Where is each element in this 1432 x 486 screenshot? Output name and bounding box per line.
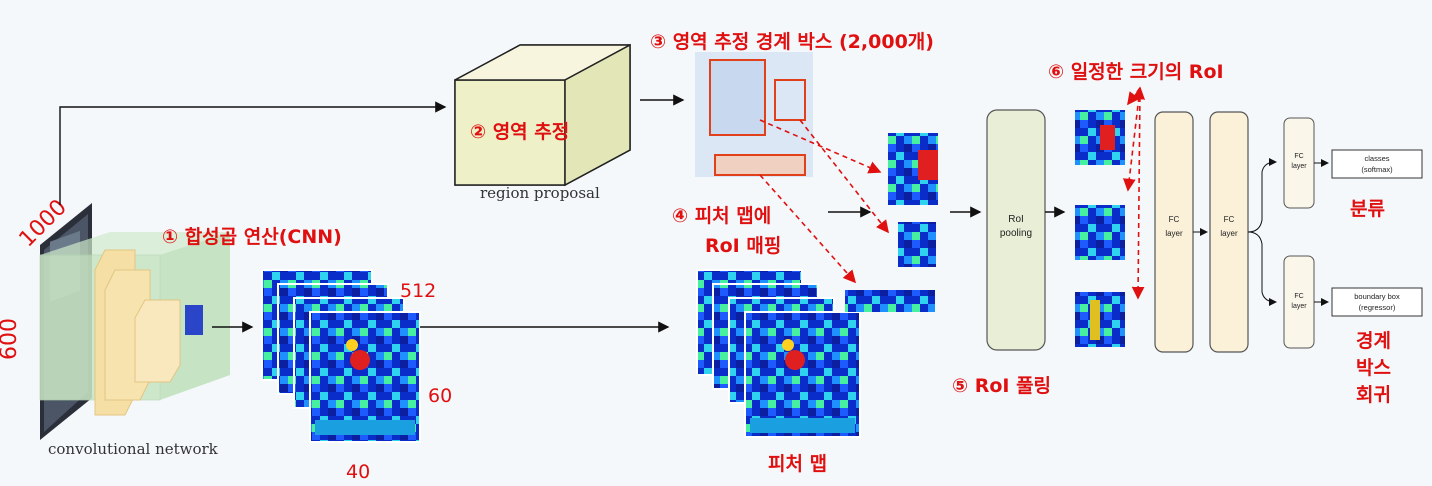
fc1-layer-text: layer: [1165, 229, 1183, 238]
fc-cls-text: FC: [1294, 153, 1303, 160]
fc-reg-block: FC layer: [1283, 255, 1315, 349]
roi-pool-text-2: pooling: [1000, 228, 1032, 239]
proposal-boxes-image: [695, 52, 813, 177]
fm-width-label: 40: [346, 461, 370, 483]
bbox-reg-label-1: 경계: [1356, 330, 1391, 352]
step2-label: ② 영역 추정: [470, 121, 569, 143]
conv-network-block: convolutional network: [39, 232, 230, 458]
fc2-text: FC: [1224, 215, 1235, 224]
step3-label: ③ 영역 추정 경계 박스 (2,000개): [650, 31, 934, 53]
classes-text-2: (softmax): [1361, 165, 1393, 174]
fc-cls-layer: layer: [1291, 163, 1307, 170]
region-proposal-block: region proposal: [454, 43, 631, 202]
feature-map-stack-right: [696, 269, 861, 438]
fixed-size-rois: [1075, 110, 1125, 347]
fixed-roi-arrows: [1122, 86, 1146, 300]
fc-cls-block: FC layer: [1283, 117, 1315, 209]
fc1-text: FC: [1169, 215, 1180, 224]
roi-pool-text-1: RoI: [1008, 214, 1024, 225]
branch-to-cls: [1247, 158, 1277, 233]
conv-net-caption: convolutional network: [48, 440, 219, 458]
fc-reg-text: FC: [1294, 293, 1303, 300]
bbox-reg-label-2: 박스: [1356, 357, 1391, 379]
fc-layer-2: FC layer: [1209, 111, 1249, 353]
classes-box: classes (softmax): [1331, 149, 1423, 179]
step4-label-line1: ④ 피처 맵에: [672, 205, 771, 227]
step6-label: ⑥ 일정한 크기의 RoI: [1048, 61, 1224, 83]
bbox-text-1: boundary box: [1354, 292, 1400, 301]
roi-mapping-arrows: [759, 119, 889, 284]
bbox-text-2: (regressor): [1359, 303, 1396, 312]
classification-label: 분류: [1350, 198, 1385, 220]
bbox-box: boundary box (regressor): [1331, 287, 1423, 317]
region-proposal-caption: region proposal: [480, 184, 600, 202]
roi-pooling-block: RoI pooling: [986, 109, 1046, 351]
step5-label: ⑤ RoI 풀링: [952, 375, 1051, 397]
step4-label-line2: RoI 매핑: [705, 235, 781, 257]
classes-text-1: classes: [1364, 154, 1389, 163]
fc-layer-1: FC layer: [1154, 111, 1194, 353]
fm-height-label: 60: [428, 385, 452, 407]
bbox-reg-label-3: 회귀: [1356, 384, 1391, 406]
roi-crops: [845, 133, 938, 312]
branch-to-reg: [1247, 231, 1277, 306]
step1-label: ① 합성곱 연산(CNN): [162, 226, 342, 248]
arrow-to-region-proposal: [59, 101, 447, 205]
image-height-label: 600: [0, 318, 22, 360]
feature-map-stack-left: [261, 269, 421, 443]
fm-depth-label: 512: [400, 280, 436, 302]
feature-map-label: 피처 맵: [768, 453, 827, 475]
fc2-layer-text: layer: [1220, 229, 1238, 238]
fc-reg-layer: layer: [1291, 303, 1307, 310]
